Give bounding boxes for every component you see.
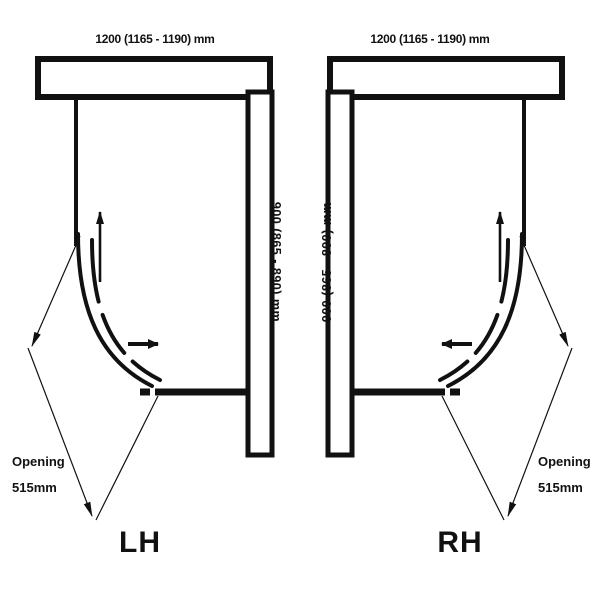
right-top-wall-band bbox=[327, 56, 565, 100]
right-top-dimension-label: 1200 (1165 - 1190) mm bbox=[370, 32, 489, 46]
right-side-dimension-label: 900 (865 - 890) mm bbox=[320, 202, 334, 322]
right-door-arc-inner bbox=[438, 238, 510, 382]
right-side-wall bbox=[325, 89, 355, 458]
left-door-arc-outer bbox=[76, 232, 154, 388]
left-top-wall bbox=[35, 56, 273, 100]
left-handing-label: LH bbox=[119, 526, 161, 559]
right-side-wall-band bbox=[325, 89, 355, 458]
left-top-dimension-label: 1200 (1165 - 1190) mm bbox=[95, 32, 214, 46]
left-door-arc-inner bbox=[90, 238, 162, 382]
right-opening-label-line2: 515mm bbox=[538, 480, 583, 495]
right-enclosure-text-group: 1200 (1165 - 1190) mm 900 (865 - 890) mm… bbox=[320, 32, 591, 559]
right-top-wall bbox=[327, 56, 565, 100]
left-enclosure-group: 1200 (1165 - 1190) mm 900 (865 - 890) mm… bbox=[12, 32, 283, 559]
left-opening-label-line1: Opening bbox=[12, 454, 65, 469]
left-opening-label-line2: 515mm bbox=[12, 480, 57, 495]
left-dim-leader-lower-left bbox=[27, 347, 93, 517]
right-dim-leader-upper bbox=[519, 235, 569, 347]
right-enclosure-group bbox=[325, 56, 573, 521]
right-opening-label-line1: Opening bbox=[538, 454, 591, 469]
left-dim-leader-upper bbox=[31, 235, 81, 347]
left-right-wall bbox=[245, 89, 275, 458]
right-dim-leader-lower-right bbox=[441, 395, 505, 521]
left-dim-leader-lower-right bbox=[95, 395, 159, 521]
left-right-wall-band bbox=[245, 89, 275, 458]
left-top-wall-band bbox=[35, 56, 273, 100]
right-dim-leader-lower-left bbox=[507, 347, 573, 517]
left-side-dimension-label: 900 (865 - 890) mm bbox=[269, 202, 283, 322]
right-door-arc-outer bbox=[446, 232, 524, 388]
right-handing-label: RH bbox=[437, 526, 482, 559]
